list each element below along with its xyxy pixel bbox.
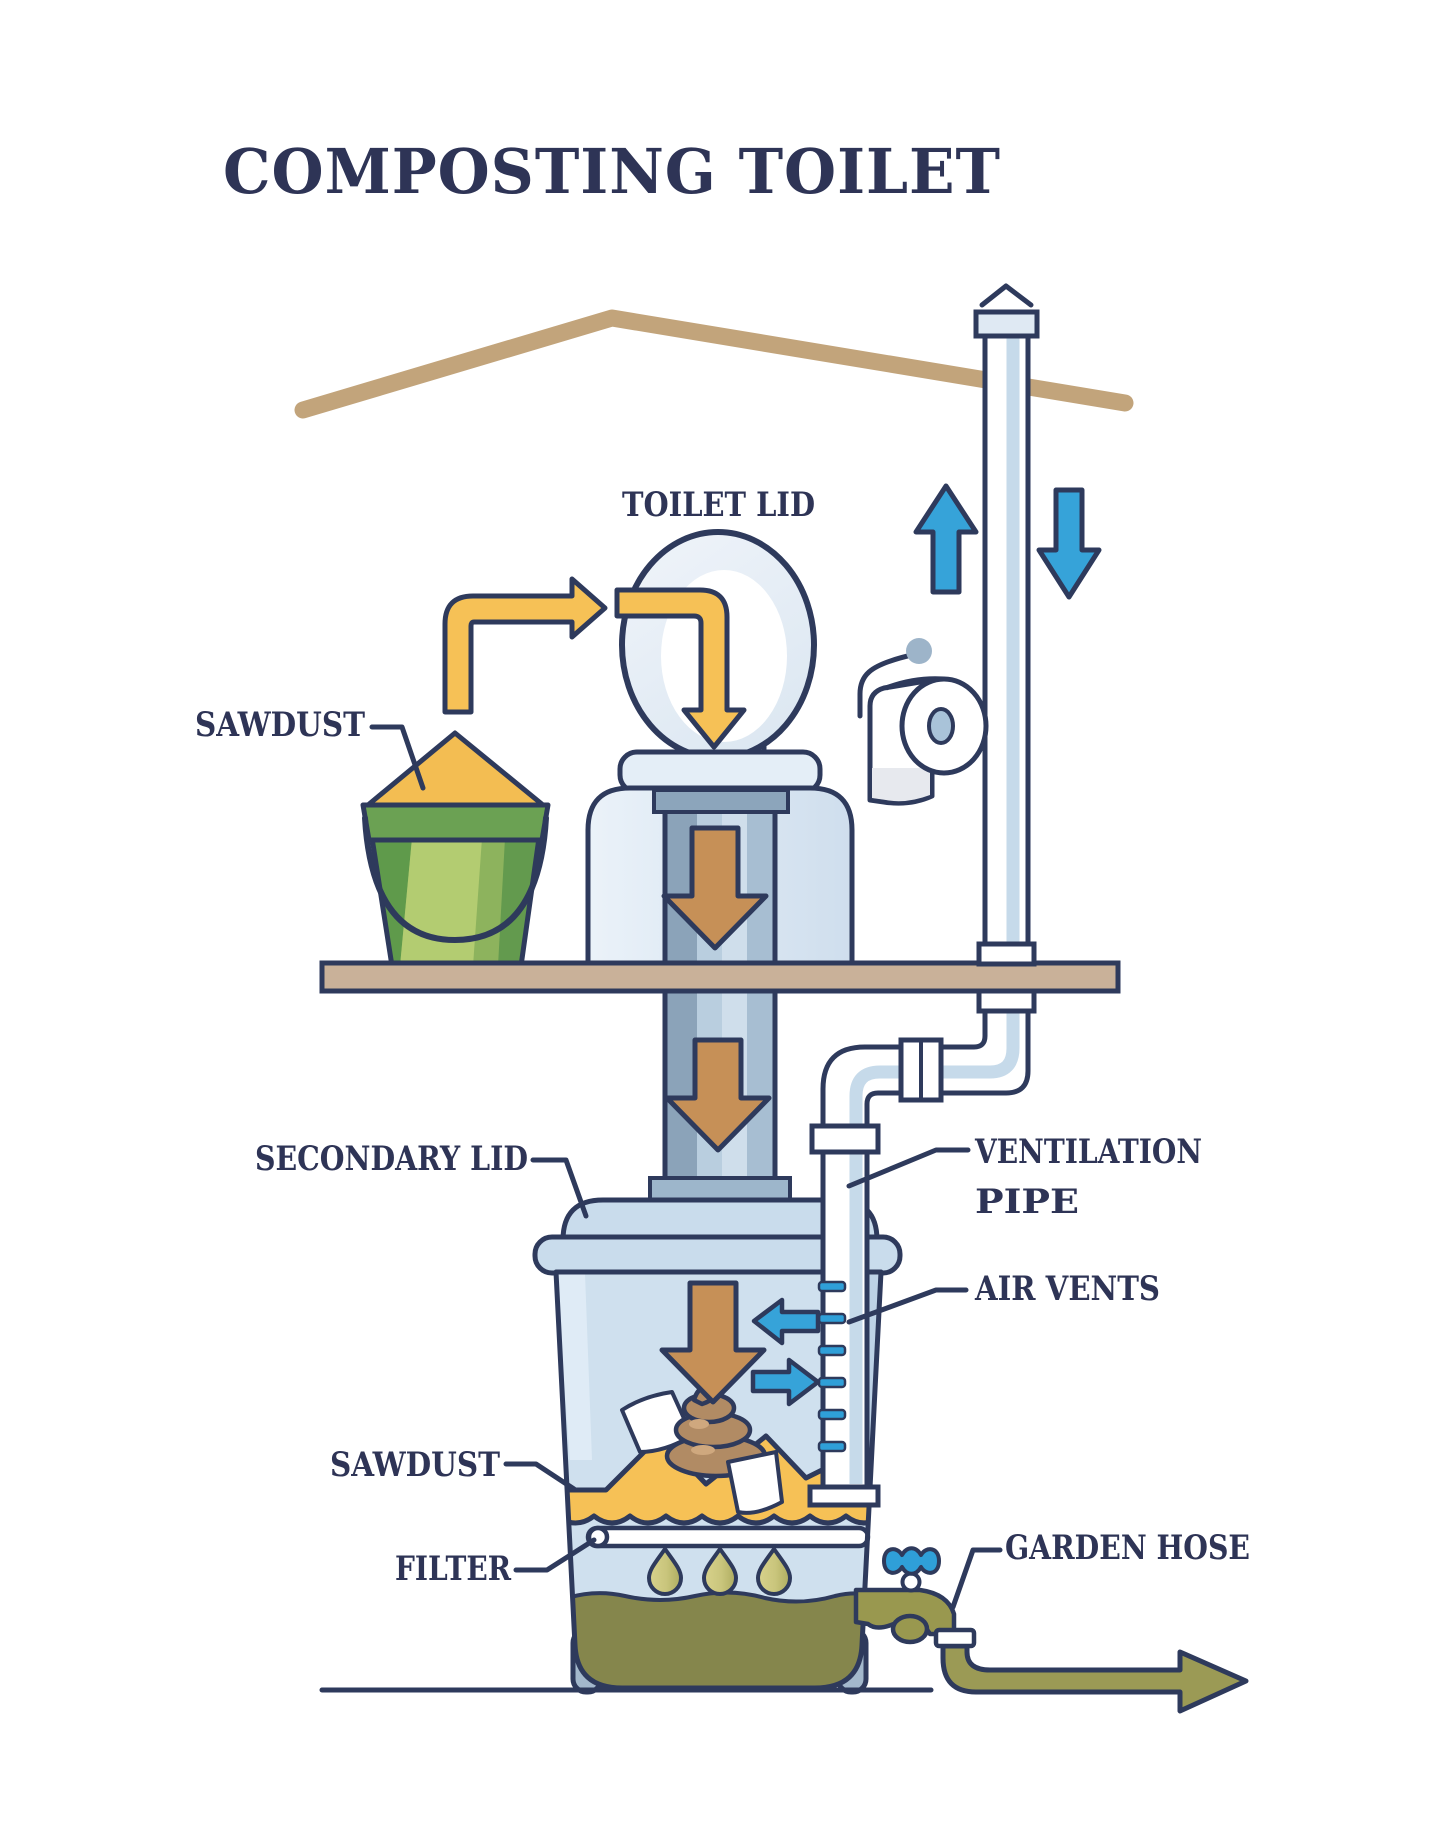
vent-left-arrow — [751, 1297, 821, 1346]
pipe-cap-chevron — [979, 283, 1034, 308]
drop-arrow-2 — [664, 1037, 772, 1153]
leader-secondary-lid — [530, 1157, 589, 1219]
floor — [319, 960, 1121, 994]
faucet — [853, 1546, 957, 1645]
leader-sawdust-top — [369, 724, 426, 791]
leader-air-vents — [846, 1287, 969, 1325]
pipe-foot — [807, 1484, 881, 1508]
roof — [294, 309, 1134, 419]
air-up-arrow — [913, 483, 979, 595]
vent-pipe-lower — [807, 1195, 881, 1508]
leachate-drops — [646, 1545, 793, 1596]
faucet-handle — [882, 1546, 941, 1576]
leader-ventilation-pipe — [846, 1147, 971, 1189]
label-garden-hose: GARDEN HOSE — [1005, 1528, 1250, 1568]
label-sawdust-top: SAWDUST — [195, 705, 365, 745]
bucket-handle — [362, 815, 549, 944]
label-ventilation-pipe-line2: PIPE — [975, 1182, 1079, 1222]
pipe-cap — [973, 309, 1040, 339]
waste-flow-arrow — [614, 587, 747, 750]
drop-arrow-1 — [661, 825, 769, 951]
leader-sawdust-lower — [503, 1461, 577, 1492]
label-secondary-lid: SECONDARY LID — [255, 1139, 528, 1179]
hose-coupler — [933, 1627, 977, 1649]
leader-filter — [513, 1537, 597, 1573]
leader-garden-hose — [950, 1547, 1003, 1610]
pipe-collars — [809, 941, 1037, 1155]
faucet-stem — [900, 1571, 922, 1593]
holder-knob — [906, 638, 932, 664]
sawdust-heap — [365, 730, 546, 808]
label-filter: FILTER — [395, 1549, 512, 1589]
page-title: COMPOSTING TOILET — [223, 135, 1001, 208]
label-ventilation-pipe-line1: VENTILATION — [974, 1132, 1202, 1172]
toilet-paper-roll — [857, 638, 989, 806]
compost-liquid — [556, 1590, 881, 1688]
air-down-arrow — [1036, 487, 1102, 600]
label-toilet-lid: TOILET LID — [622, 485, 815, 525]
vent-right-arrow — [750, 1357, 821, 1407]
paper-piece-right — [726, 1450, 784, 1515]
secondary-lid — [532, 1176, 903, 1276]
filter-bar — [585, 1525, 871, 1549]
sawdust-flow-arrow — [442, 576, 608, 715]
leader-lines — [369, 724, 1003, 1610]
garden-hose-arrow — [940, 1643, 1249, 1714]
sawdust-bucket — [360, 730, 551, 969]
sawdust-layer — [556, 1433, 881, 1526]
label-air-vents: AIR VENTS — [974, 1269, 1160, 1309]
label-sawdust-lower: SAWDUST — [330, 1445, 500, 1485]
drop-arrow-3 — [659, 1280, 767, 1405]
